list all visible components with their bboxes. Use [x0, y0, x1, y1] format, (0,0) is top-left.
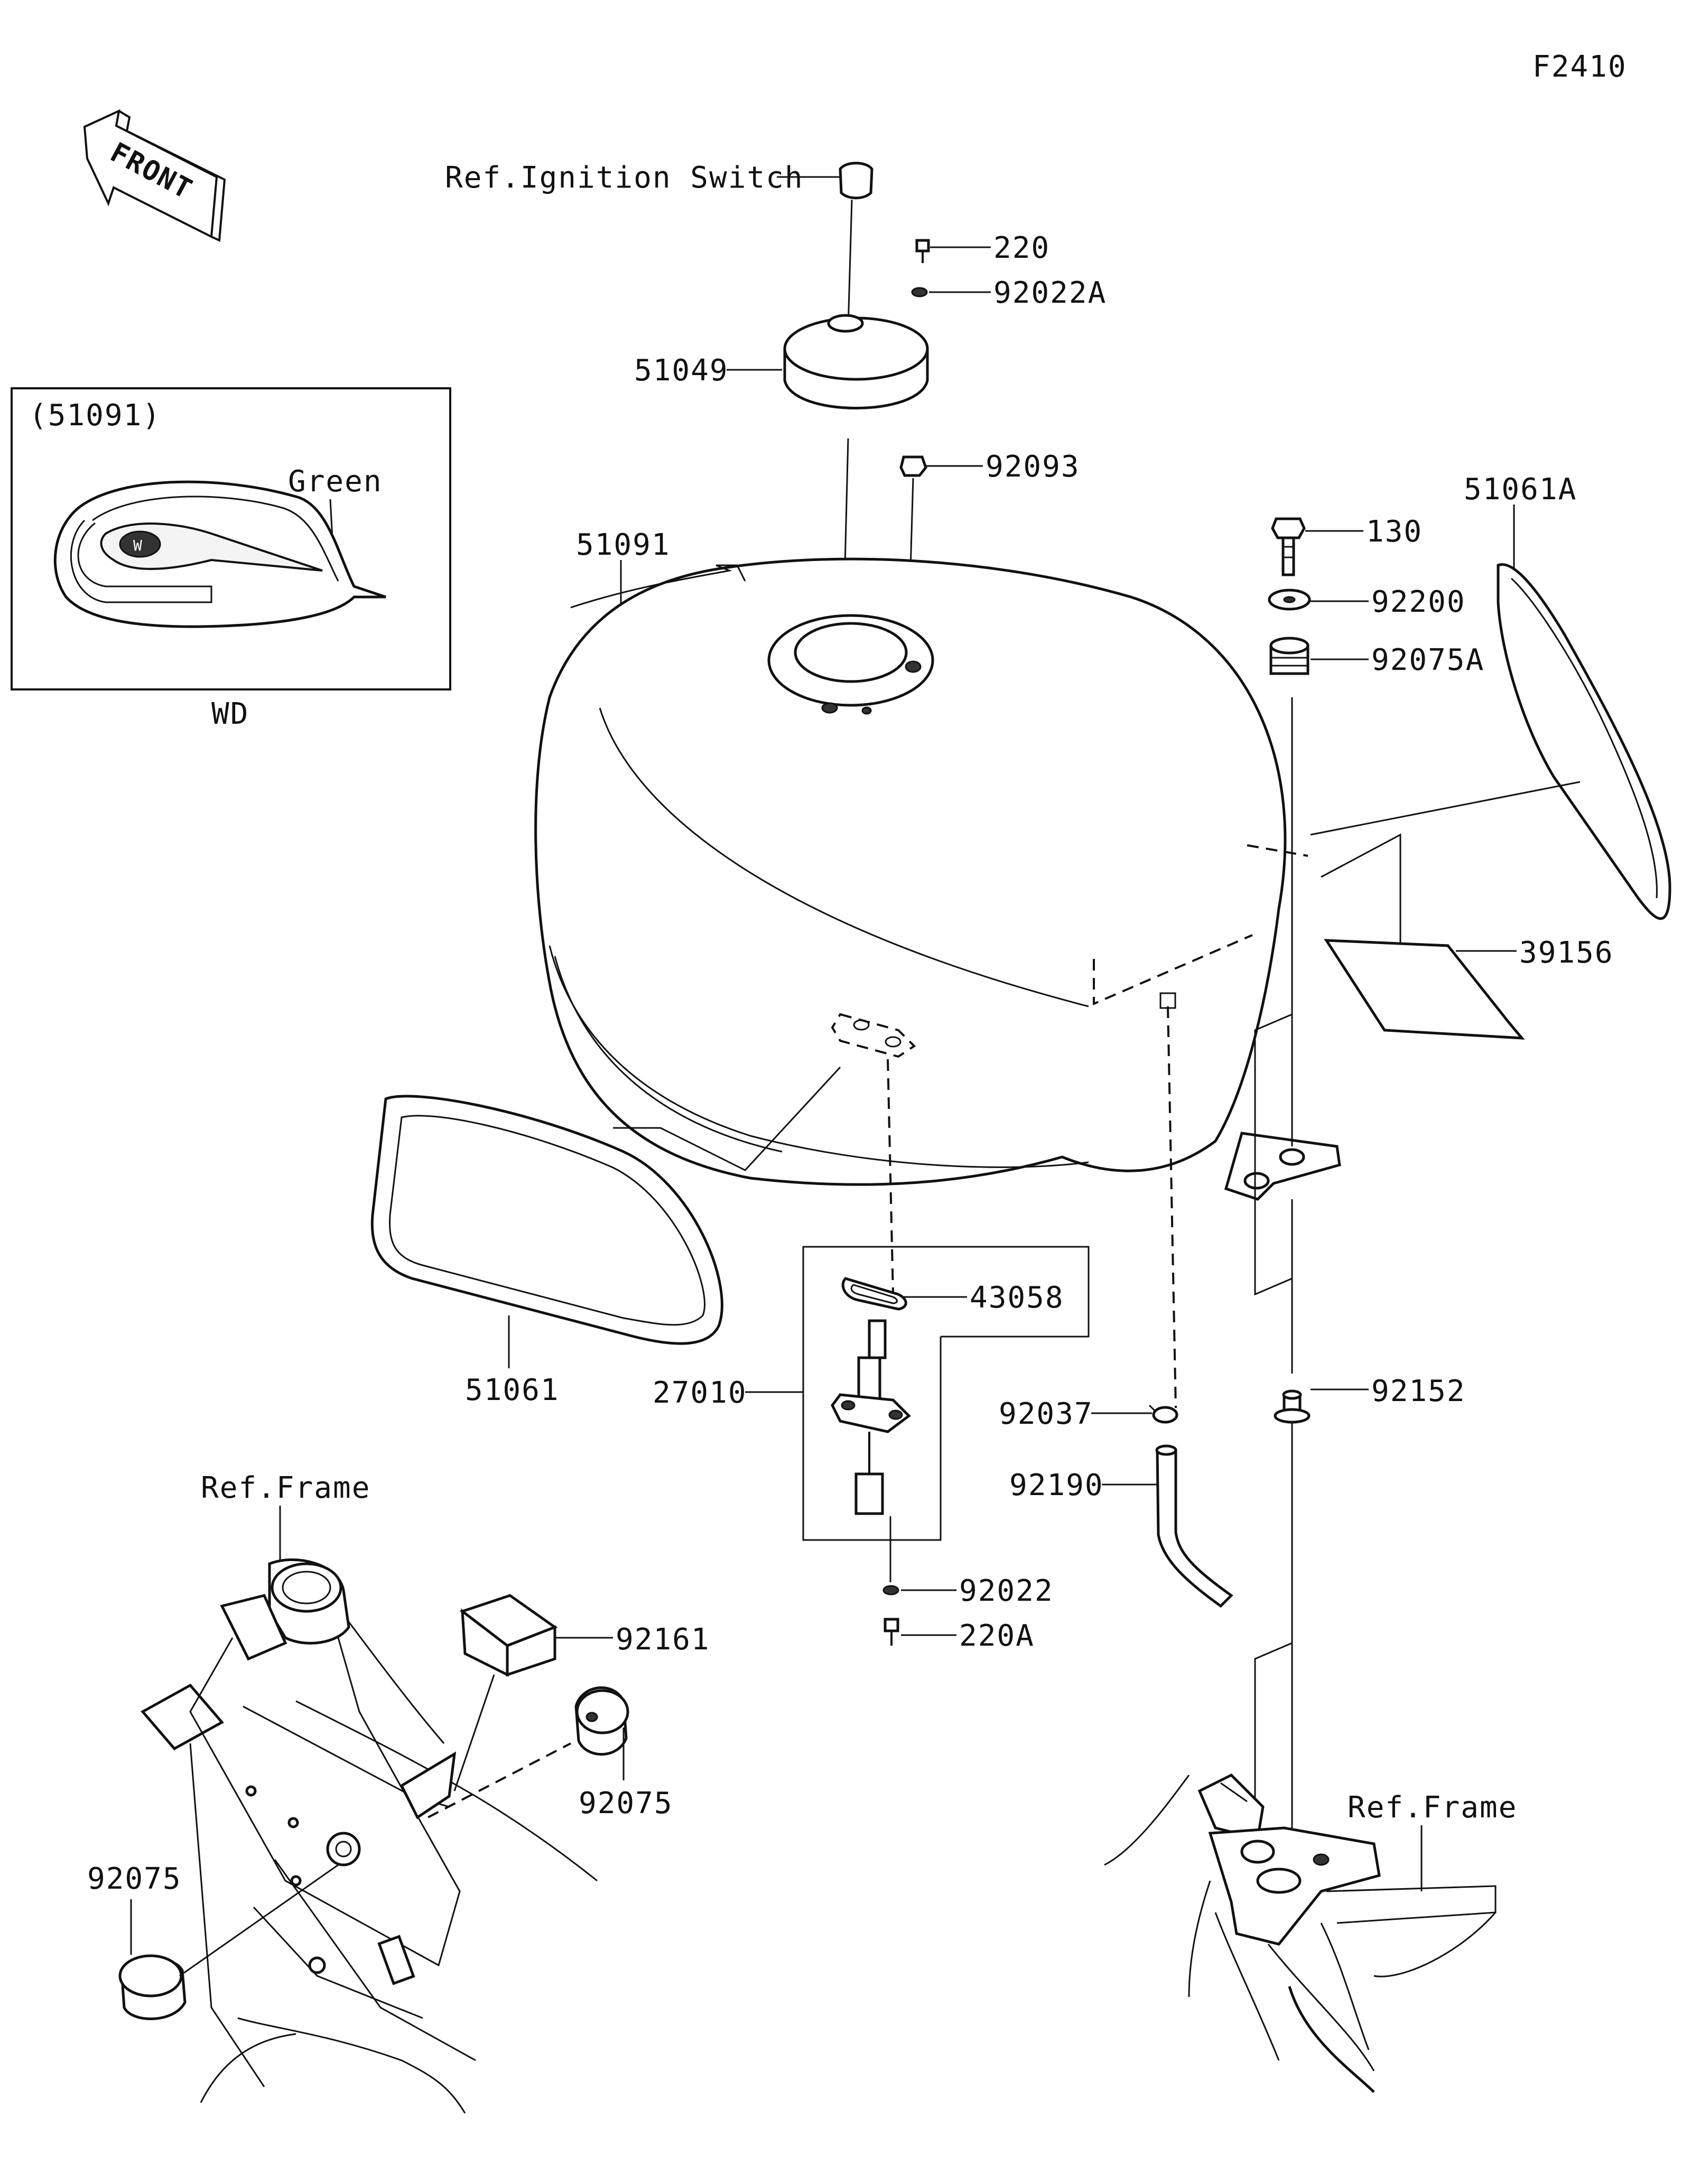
part-92152: 92152 [1371, 1374, 1466, 1408]
part-92093: 92093 [986, 450, 1080, 484]
pump-mount-outline [831, 1013, 916, 1058]
nut-92093-icon [899, 455, 927, 477]
part-92075-right: 92075 [579, 1786, 673, 1821]
front-label: FRONT [105, 137, 198, 206]
gasket-43058-icon [841, 1277, 907, 1311]
part-51091: 51091 [576, 528, 671, 562]
part-92037: 92037 [999, 1397, 1093, 1431]
svg-text:W: W [133, 537, 143, 554]
ignition-plug-icon [839, 162, 874, 200]
fuel-pump-bracket-box [802, 1246, 1090, 1541]
inset-caption: WD [211, 697, 249, 731]
part-51061: 51061 [465, 1373, 560, 1407]
damper-92075a-icon [1269, 637, 1309, 675]
bolt-130-icon [1271, 517, 1306, 576]
inset-color-box: (51091) Green W WD [11, 387, 451, 731]
fuel-tank-icon [534, 557, 1341, 1201]
clamp-92037-icon [1148, 1404, 1178, 1424]
washer-92022a-icon [911, 287, 928, 297]
ref-frame-right: Ref.Frame [1348, 1790, 1517, 1825]
part-220a: 220A [959, 1619, 1035, 1653]
part-92075-left: 92075 [87, 1862, 182, 1896]
part-51061a: 51061A [1464, 472, 1577, 507]
inset-part-ref: (51091) [29, 398, 161, 433]
frame-right-icon [1104, 1773, 1497, 2093]
part-92200: 92200 [1371, 585, 1466, 619]
part-220: 220 [993, 231, 1050, 265]
pad-92161-icon [459, 1594, 558, 1677]
side-cover-51061a-icon [1497, 563, 1671, 920]
pad-39156-icon [1324, 939, 1525, 1040]
part-92161: 92161 [616, 1622, 710, 1657]
part-43058: 43058 [970, 1281, 1064, 1315]
bolt-220a-icon [884, 1618, 899, 1646]
damper-92075-left-icon [118, 1954, 187, 2020]
washer-92200-icon [1268, 589, 1311, 611]
frame-left-icon [141, 1558, 598, 2114]
figure-code: F2410 [1532, 50, 1627, 84]
fuel-pump-icon [831, 1319, 911, 1515]
side-cover-51061-icon [370, 1095, 723, 1345]
part-27010: 27010 [653, 1376, 747, 1410]
collar-92152-icon [1274, 1389, 1311, 1424]
part-92022a: 92022A [993, 276, 1107, 310]
hose-92190-icon [1155, 1444, 1233, 1608]
washer-92022-icon [882, 1585, 899, 1595]
fuel-cap-icon [783, 314, 929, 409]
part-92022: 92022 [959, 1574, 1054, 1608]
inset-tank-illustration: W [53, 480, 386, 628]
part-51049: 51049 [634, 353, 729, 388]
part-39156: 39156 [1519, 936, 1614, 970]
part-92190: 92190 [1009, 1468, 1104, 1502]
front-arrow-icon: FRONT [83, 109, 226, 242]
damper-92075-right-icon [574, 1686, 629, 1756]
ref-frame-left: Ref.Frame [201, 1471, 370, 1505]
part-92075a: 92075A [1371, 643, 1484, 677]
bolt-220-icon [915, 239, 930, 263]
part-130: 130 [1366, 515, 1423, 549]
ref-ignition-switch: Ref.Ignition Switch [445, 161, 804, 195]
inset-color-label: Green [288, 464, 383, 499]
